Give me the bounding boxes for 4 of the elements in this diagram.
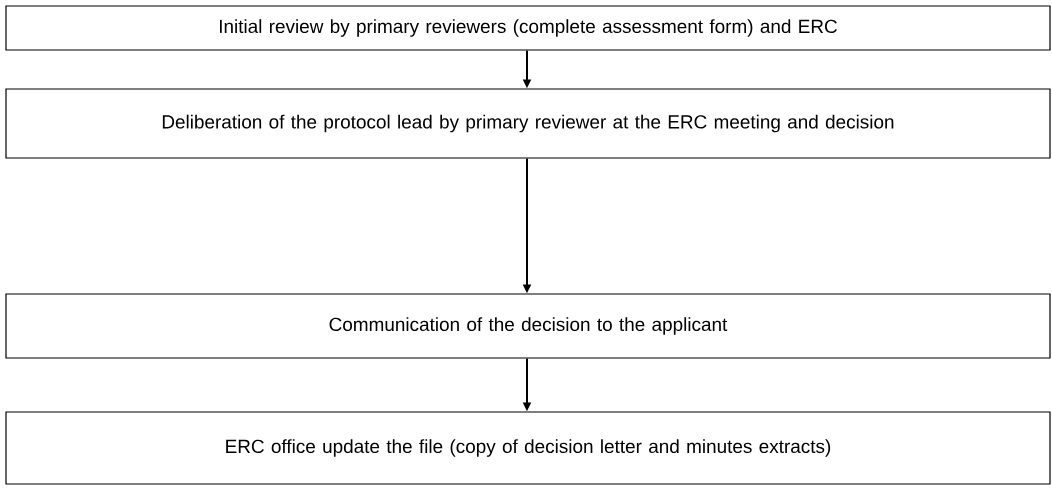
process-box: ERC office update the file (copy of decision letter and minutes extracts)	[5, 411, 1051, 485]
process-box: Deliberation of the protocol lead by primary reviewer at the ERC meeting and decision	[5, 88, 1051, 159]
process-box: Initial review by primary reviewers (complete assessment form) and ERC	[5, 5, 1051, 51]
process-box: Communication of the decision to the applicant	[5, 293, 1051, 359]
